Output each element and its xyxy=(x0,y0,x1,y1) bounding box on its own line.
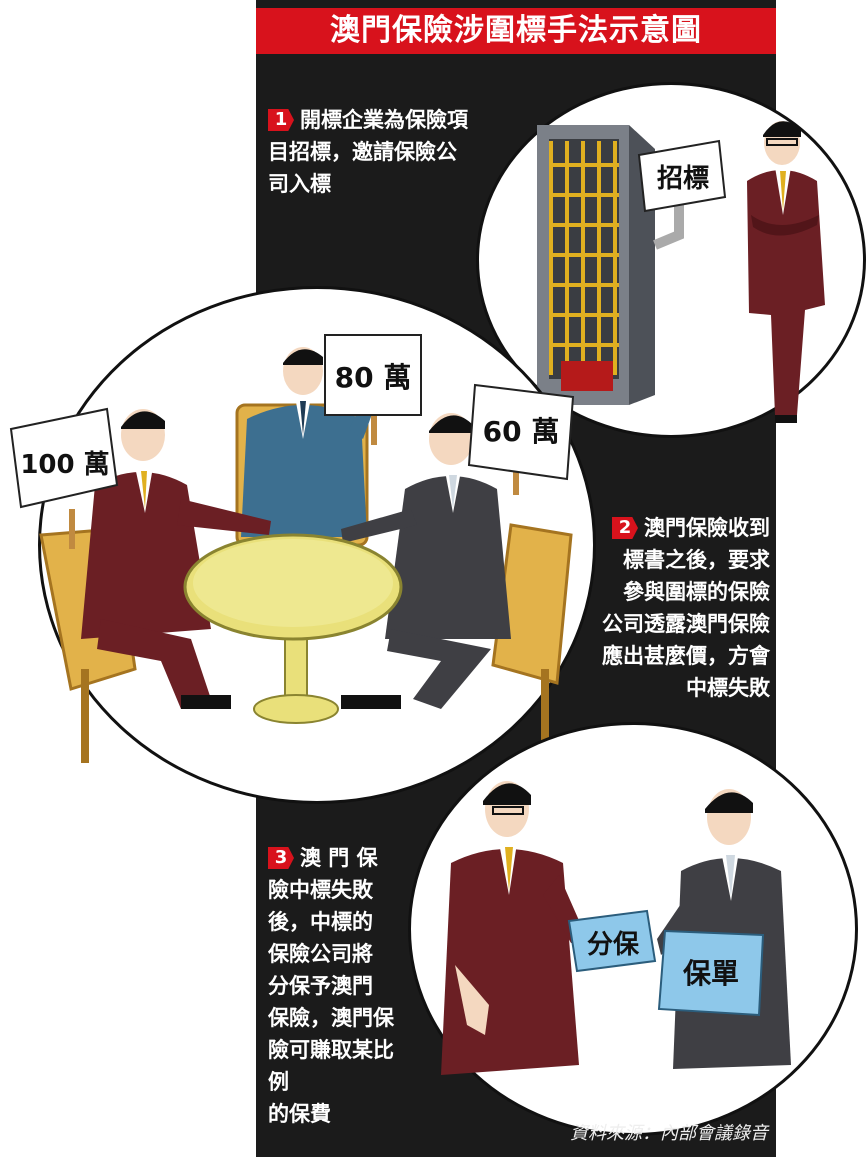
scene-tender: 招標 xyxy=(476,82,866,438)
reinsurance-card: 分保 xyxy=(567,909,657,973)
scene-reinsurance: 分保 保單 xyxy=(408,722,858,1136)
scene-meeting-illustration: 100 萬 80 萬 60 萬 xyxy=(9,334,575,763)
step-2-badge: 2 xyxy=(612,517,638,539)
scene-tender-illustration: 招標 xyxy=(537,121,825,423)
bidder-right xyxy=(341,413,511,709)
bid-sign-100-text: 100 萬 xyxy=(20,450,109,480)
meeting-table xyxy=(183,533,403,724)
page-title: 澳門保險涉圍標手法示意圖 xyxy=(256,8,776,54)
tender-sign-text: 招標 xyxy=(657,164,709,194)
reinsurance-card-text: 分保 xyxy=(587,930,640,960)
bid-sign-80: 80 萬 xyxy=(324,334,422,445)
bid-sign-100: 100 萬 xyxy=(9,407,119,549)
step-1-badge: 1 xyxy=(268,109,294,131)
macau-insurance-rep xyxy=(657,789,791,1069)
scene-meeting: 100 萬 80 萬 60 萬 xyxy=(9,286,596,804)
winner-company-rep xyxy=(441,781,647,1075)
bid-sign-60-text: 60 萬 xyxy=(483,415,560,448)
tender-official xyxy=(747,121,825,423)
bidder-left xyxy=(81,409,271,709)
policy-card-text: 保單 xyxy=(683,957,739,990)
source-credit: 資料來源：內部會議錄音 xyxy=(570,1123,768,1144)
tender-sign: 招標 xyxy=(637,139,727,213)
scene-reinsurance-illustration: 分保 保單 xyxy=(441,781,791,1075)
policy-card: 保單 xyxy=(657,929,765,1017)
bid-sign-80-text: 80 萬 xyxy=(335,361,412,394)
bid-sign-60: 60 萬 xyxy=(467,383,575,495)
step-3-badge: 3 xyxy=(268,847,294,869)
